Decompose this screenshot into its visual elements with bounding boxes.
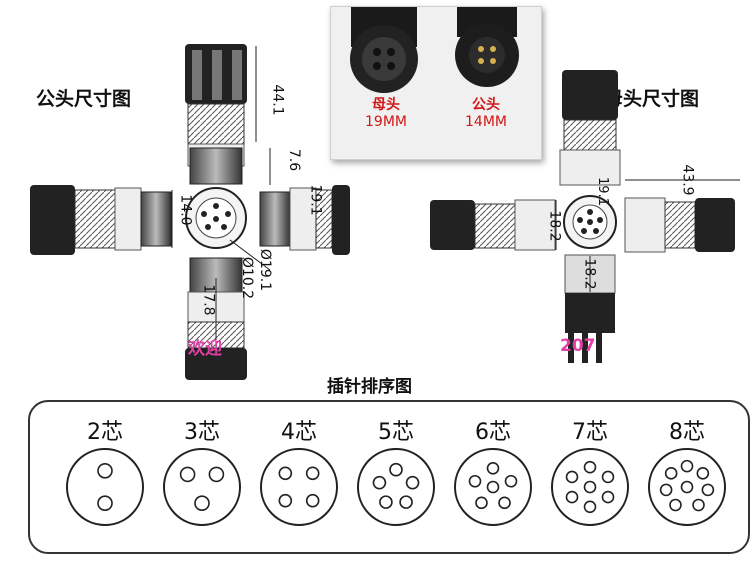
pin-hole — [701, 483, 715, 497]
pin-hole — [97, 495, 113, 512]
connector-outline — [66, 448, 144, 526]
pin-count-label: 8芯 — [669, 420, 705, 445]
pin-layout-4: 4芯 — [254, 402, 344, 552]
pin-count-label: 5芯 — [378, 420, 414, 445]
pin-face-diagram — [648, 448, 726, 526]
pin-hole — [669, 498, 682, 512]
pin-layout-2: 2芯 — [60, 402, 150, 552]
male-dim-inner-diameter: Ø10.2 — [239, 256, 256, 300]
pin-face-diagram — [454, 448, 532, 526]
female-dim-length: 43.9 — [679, 164, 696, 196]
pin-count-label: 4芯 — [281, 420, 317, 445]
male-dim-length: 44.1 — [269, 84, 286, 116]
female-dimension-title: 母头尺寸图 — [604, 88, 700, 110]
pin-hole — [692, 498, 705, 512]
pin-count-label: 2芯 — [87, 420, 123, 445]
pin-layout-3: 3芯 — [157, 402, 247, 552]
pin-hole — [305, 466, 320, 481]
pin-hole — [601, 470, 615, 484]
female-dim-width-left: 18.2 — [546, 210, 563, 242]
pin-face-diagram — [260, 448, 338, 526]
pin-hole — [583, 460, 597, 474]
pin-hole — [405, 475, 420, 490]
female-caption-name: 母头 — [372, 97, 400, 113]
pin-face-diagram — [551, 448, 629, 526]
male-dim-bottom: 17.8 — [200, 284, 217, 316]
pin-hole — [389, 462, 403, 477]
male-dim-outer-diameter: Ø19.1 — [257, 248, 274, 292]
pin-hole — [504, 474, 518, 488]
pin-hole — [486, 461, 500, 475]
pin-hole — [399, 495, 413, 509]
connector-outline — [260, 448, 338, 526]
pin-count-label: 6芯 — [475, 420, 511, 445]
pin-hole — [680, 459, 694, 473]
pin-hole — [583, 480, 597, 494]
male-dim-thread: 7.6 — [286, 148, 303, 172]
pin-hole — [696, 467, 710, 480]
pin-hole — [305, 493, 320, 508]
pin-hole — [475, 496, 488, 510]
pin-order-panel: 2芯 3芯 4芯 5芯 6芯 7芯 8芯 — [28, 400, 750, 554]
pin-hole — [601, 490, 615, 504]
pin-hole — [498, 496, 511, 510]
female-dim-bottom: 18.2 — [581, 258, 598, 290]
pin-hole — [468, 474, 482, 488]
female-dim-face: 19.1 — [594, 177, 610, 206]
pin-layout-7: 7芯 — [545, 402, 635, 552]
pin-layout-6: 6芯 — [448, 402, 538, 552]
male-caption-name: 公头 — [472, 97, 500, 113]
watermark-right: 207 — [560, 336, 596, 356]
female-connector-drawing — [430, 70, 740, 363]
male-dim-width-left: 14.0 — [177, 194, 194, 226]
pin-face-diagram — [357, 448, 435, 526]
pin-hole — [379, 495, 393, 509]
connector-photo-inset: 母头 19MM 公头 14MM — [330, 6, 542, 160]
male-caption-size: 14MM — [465, 114, 507, 130]
pin-count-label: 7芯 — [572, 420, 608, 445]
pin-hole — [194, 495, 210, 512]
pin-layout-8: 8芯 — [642, 402, 732, 552]
male-dim-width-right: 19.1 — [307, 184, 324, 216]
pin-hole — [583, 500, 597, 514]
pin-count-label: 3芯 — [184, 420, 220, 445]
male-dimension-title: 公头尺寸图 — [36, 88, 132, 110]
pin-hole — [278, 466, 293, 481]
pin-hole — [97, 462, 113, 479]
pin-hole — [680, 480, 694, 494]
pin-hole — [659, 483, 673, 497]
connector-outline — [357, 448, 435, 526]
male-connector-drawing — [30, 44, 350, 380]
female-caption-size: 19MM — [365, 114, 407, 130]
pin-order-title: 插针排序图 — [327, 377, 412, 397]
pin-face-diagram — [66, 448, 144, 526]
pin-hole — [278, 493, 293, 508]
pin-hole — [565, 470, 579, 484]
pin-hole — [208, 466, 225, 483]
pin-face-diagram — [163, 448, 241, 526]
pin-hole — [179, 466, 196, 483]
watermark-left: 欢迎 — [188, 339, 222, 359]
pin-hole — [372, 475, 387, 490]
pin-hole — [486, 480, 500, 494]
pin-hole — [565, 490, 579, 504]
pin-layout-5: 5芯 — [351, 402, 441, 552]
pin-hole — [664, 467, 678, 480]
connector-outline — [163, 448, 241, 526]
